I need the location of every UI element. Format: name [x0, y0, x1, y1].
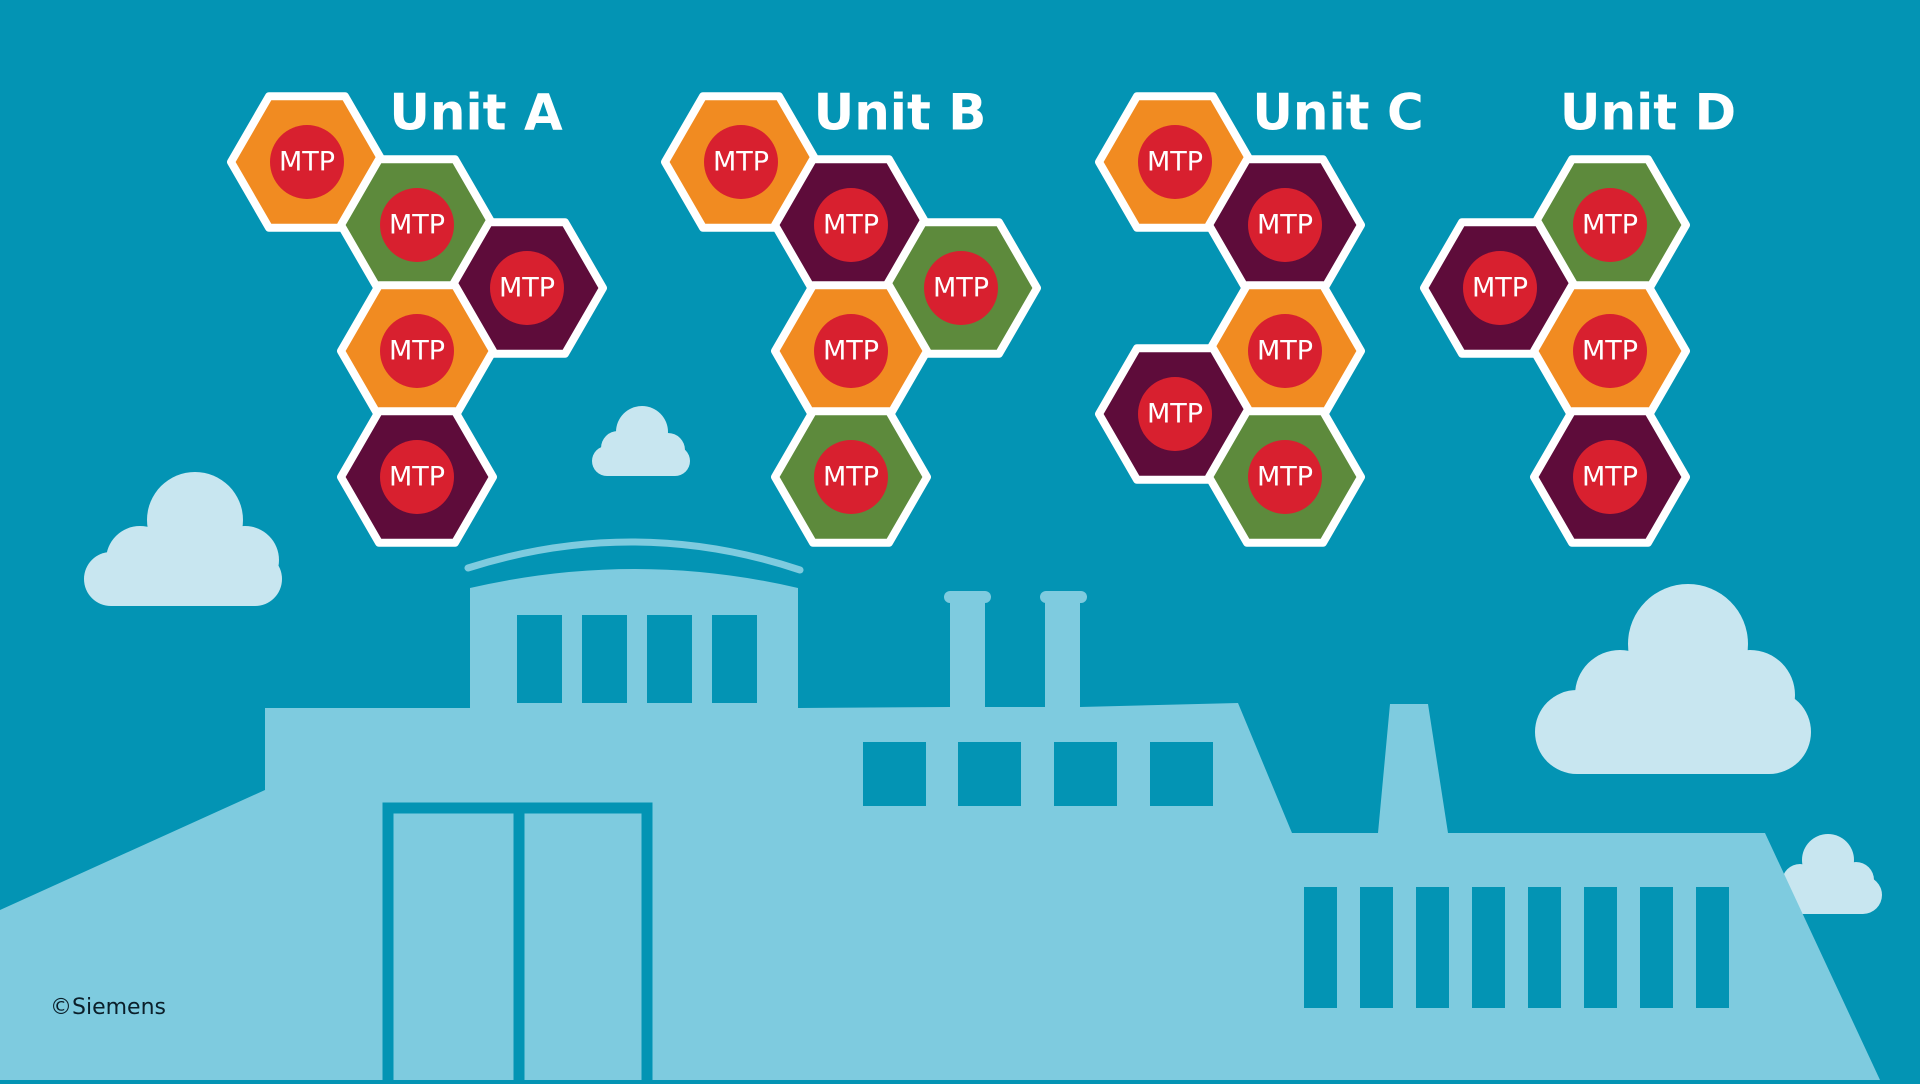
cloud-icon [1778, 834, 1882, 914]
mtp-module: MTP [771, 155, 931, 295]
mtp-label: MTP [1257, 210, 1313, 241]
mtp-label: MTP [1582, 210, 1638, 241]
mtp-module: MTP [1205, 407, 1365, 547]
factory-building [0, 569, 1880, 1080]
unit-d-cluster: Unit D MTP MTP MTP MTP [1420, 84, 1736, 547]
mtp-label: MTP [1582, 336, 1638, 367]
building-windows [517, 615, 1729, 1008]
unit-c-cluster: Unit C MTP MTP MTP MTP MTP [1095, 84, 1424, 547]
mtp-module: MTP [771, 281, 931, 421]
mtp-module: MTP [1420, 218, 1580, 358]
mtp-label: MTP [713, 147, 769, 178]
mtp-badge-icon [1248, 314, 1322, 388]
mtp-label: MTP [499, 273, 555, 304]
unit-title: Unit A [389, 84, 563, 142]
mtp-module: MTP [1095, 92, 1255, 232]
mtp-label: MTP [389, 336, 445, 367]
mtp-badge-icon [380, 314, 454, 388]
mtp-badge-icon [1573, 188, 1647, 262]
mtp-label: MTP [389, 210, 445, 241]
units-group: Unit A MTP MTP MTP MTP MTP Unit B MTP MTP MTP MTP M… [227, 84, 1736, 547]
mtp-badge-icon [380, 440, 454, 514]
cloud-icon [84, 472, 282, 606]
mtp-badge-icon [1248, 440, 1322, 514]
mtp-module: MTP [881, 218, 1041, 358]
mtp-module: MTP [1205, 281, 1365, 421]
mtp-badge-icon [1248, 188, 1322, 262]
cloud-icon [1535, 584, 1811, 774]
door [382, 802, 653, 1084]
mtp-label: MTP [1472, 273, 1528, 304]
mtp-label: MTP [1582, 462, 1638, 493]
mtp-label: MTP [389, 462, 445, 493]
mtp-module: MTP [447, 218, 607, 358]
unit-title: Unit C [1252, 84, 1423, 142]
mtp-badge-icon [1138, 125, 1212, 199]
mtp-badge-icon [1573, 440, 1647, 514]
cloud-icon [592, 406, 690, 476]
mtp-badge-icon [814, 440, 888, 514]
mtp-badge-icon [704, 125, 778, 199]
mtp-module: MTP [337, 407, 497, 547]
mtp-badge-icon [270, 125, 344, 199]
mtp-label: MTP [823, 462, 879, 493]
mtp-badge-icon [1463, 251, 1537, 325]
mtp-label: MTP [823, 336, 879, 367]
mtp-badge-icon [814, 314, 888, 388]
mtp-label: MTP [1257, 336, 1313, 367]
mtp-module: MTP [337, 281, 497, 421]
mtp-badge-icon [924, 251, 998, 325]
mtp-label: MTP [279, 147, 335, 178]
mtp-badge-icon [490, 251, 564, 325]
mtp-badge-icon [1138, 377, 1212, 451]
mtp-label: MTP [933, 273, 989, 304]
mtp-badge-icon [1573, 314, 1647, 388]
mtp-badge-icon [814, 188, 888, 262]
mtp-module: MTP [1530, 407, 1690, 547]
unit-b-cluster: Unit B MTP MTP MTP MTP MTP [661, 84, 1041, 547]
mtp-module: MTP [1205, 155, 1365, 295]
mtp-badge-icon [380, 188, 454, 262]
mtp-module: MTP [227, 92, 387, 232]
mtp-label: MTP [823, 210, 879, 241]
mtp-module: MTP [661, 92, 821, 232]
mtp-label: MTP [1147, 147, 1203, 178]
mtp-module: MTP [771, 407, 931, 547]
roof-arc [464, 538, 804, 574]
mtp-module: MTP [1530, 281, 1690, 421]
unit-a-cluster: Unit A MTP MTP MTP MTP MTP [227, 84, 607, 547]
mtp-label: MTP [1257, 462, 1313, 493]
copyright-text: ©Siemens [50, 995, 166, 1020]
mtp-label: MTP [1147, 399, 1203, 430]
unit-title: Unit D [1560, 84, 1736, 142]
unit-title: Unit B [814, 84, 987, 142]
